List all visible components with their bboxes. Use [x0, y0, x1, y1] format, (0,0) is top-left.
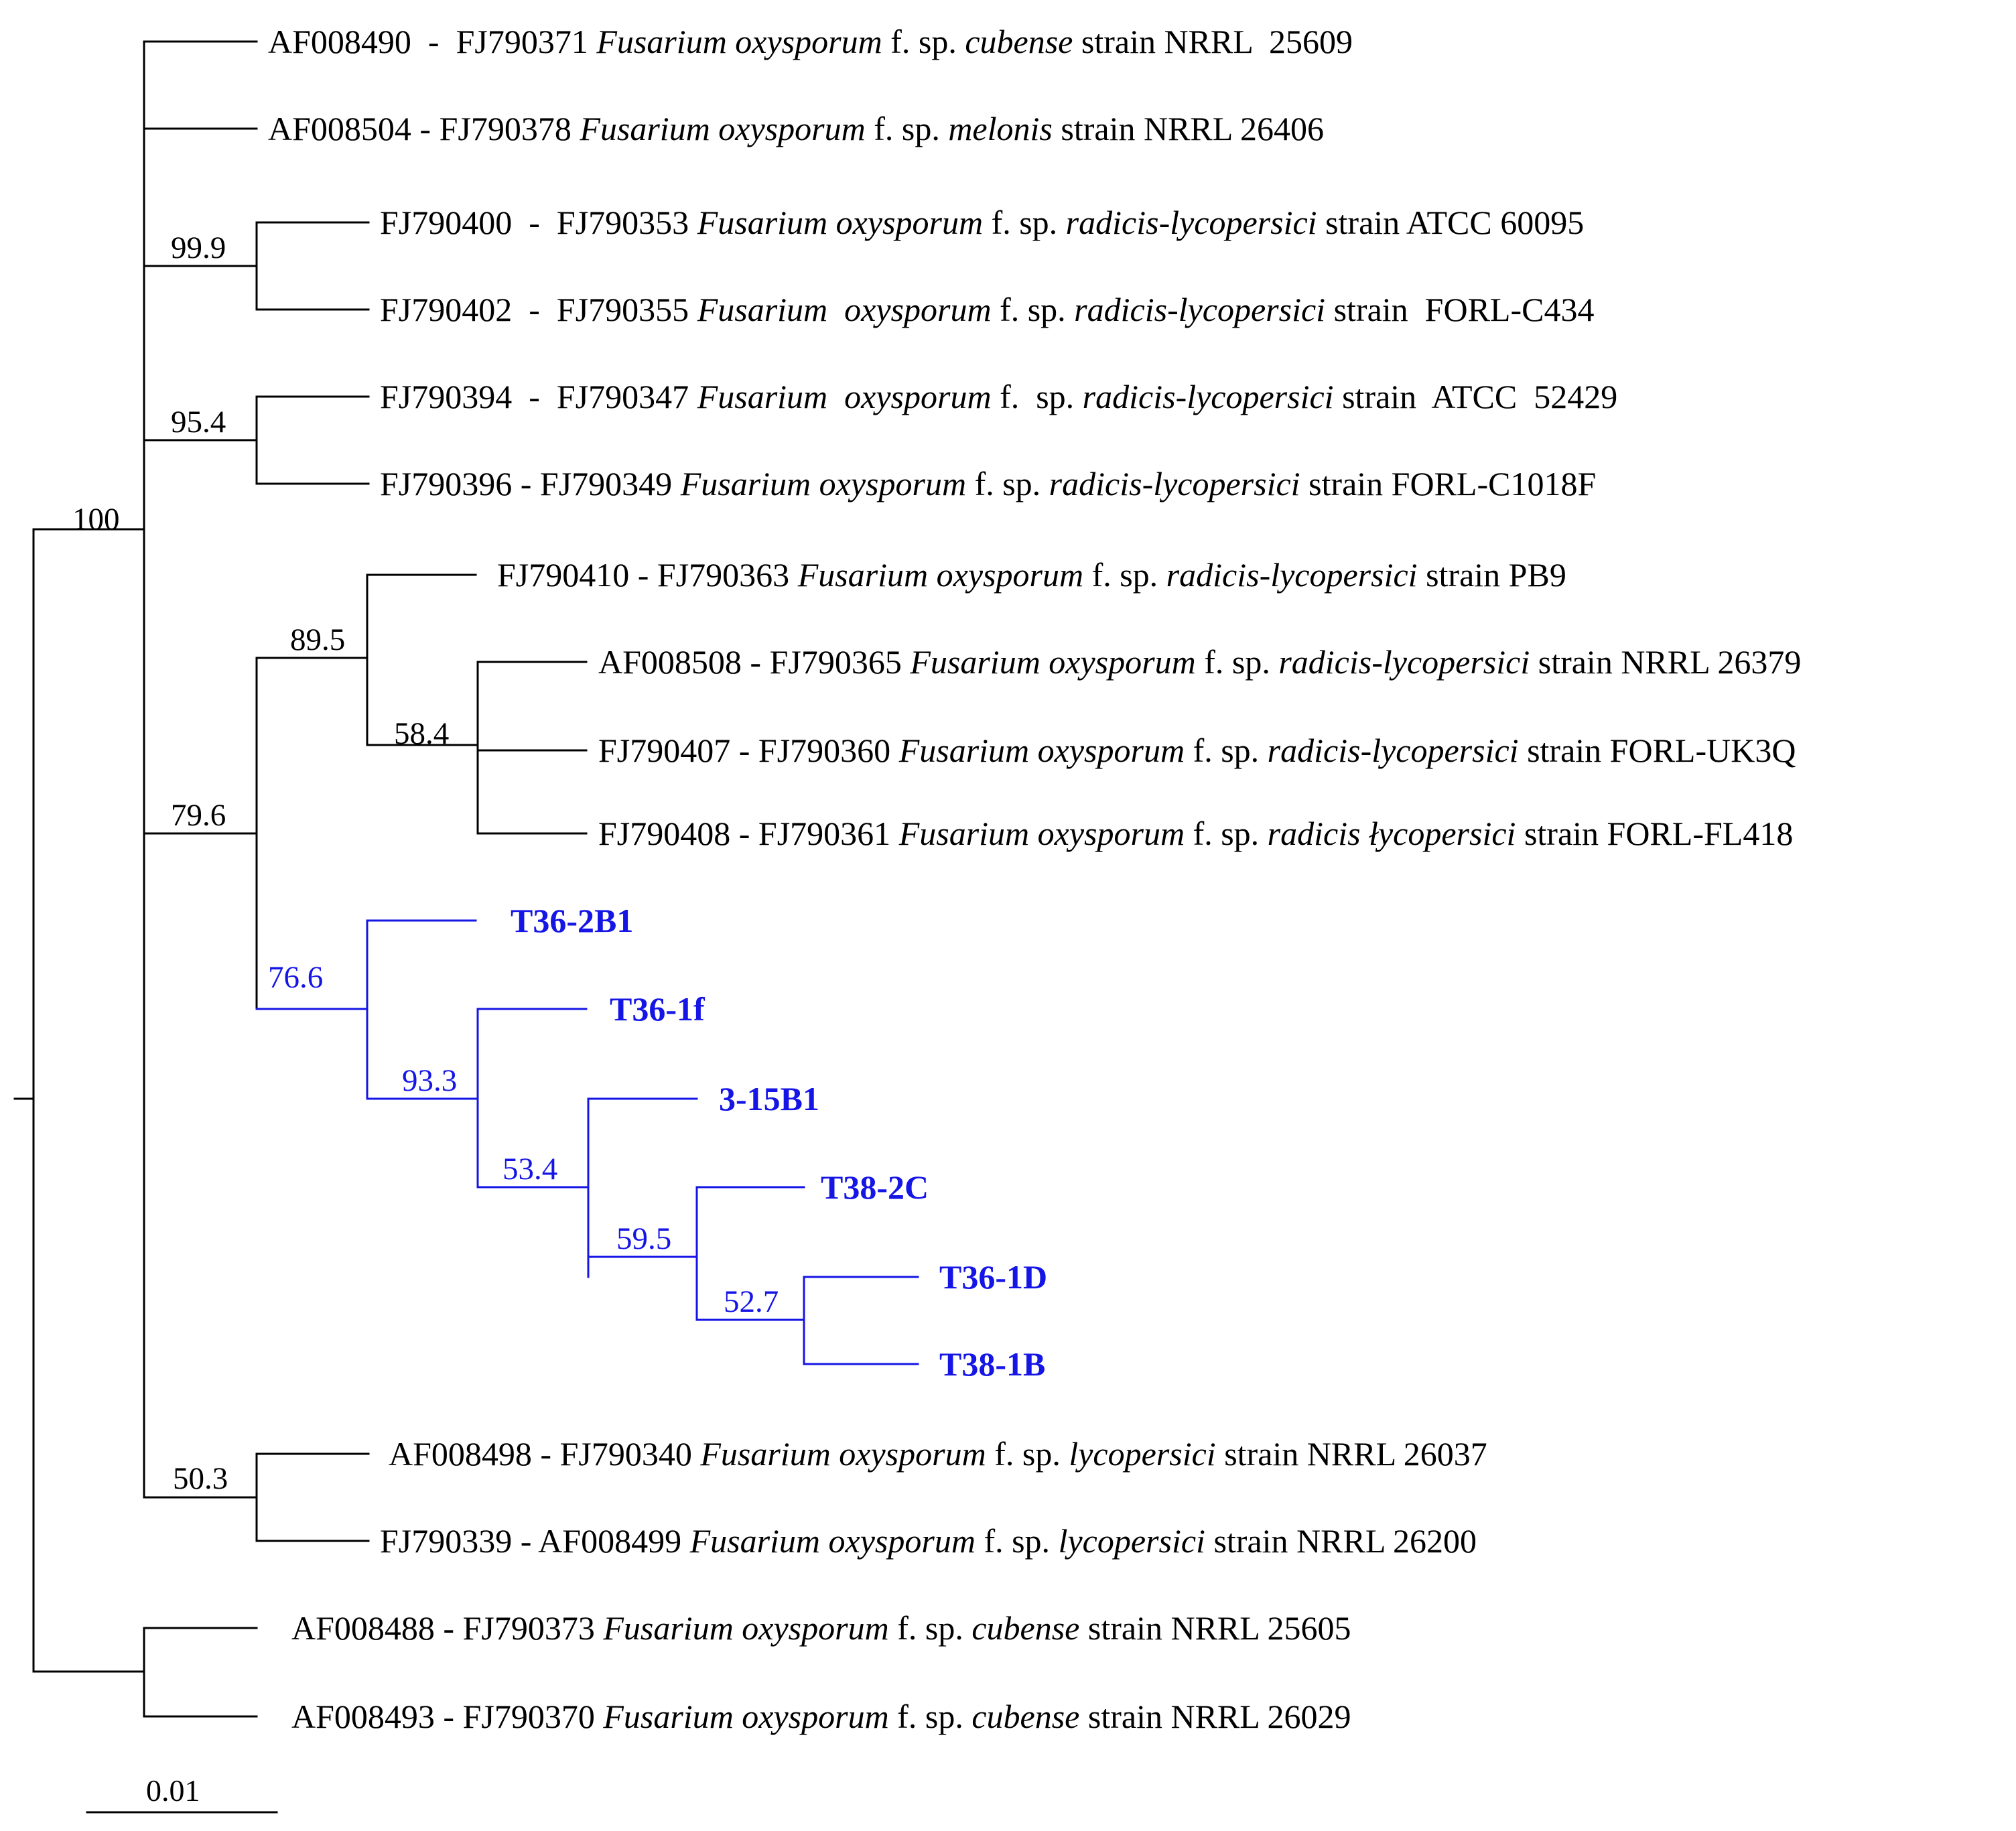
- leaf-label: FJ790408 - FJ790361 Fusarium oxysporum f…: [598, 815, 1793, 852]
- leaf-label: FJ790410 - FJ790363 Fusarium oxysporum f…: [497, 556, 1566, 594]
- leaf-label: FJ790400 - FJ790353 Fusarium oxysporum f…: [380, 204, 1584, 241]
- leaf-label-highlighted: T36-1f: [610, 990, 705, 1028]
- bootstrap-value: 53.4: [502, 1152, 557, 1186]
- leaf-label: AF008490 - FJ790371 Fusarium oxysporum f…: [268, 23, 1353, 60]
- bootstrap-value: 79.6: [171, 798, 226, 833]
- leaf-label-highlighted: T36-2B1: [511, 902, 633, 939]
- leaf-label: AF008493 - FJ790370 Fusarium oxysporum f…: [291, 1698, 1351, 1735]
- leaf-label: AF008504 - FJ790378 Fusarium oxysporum f…: [268, 110, 1324, 147]
- bootstrap-value: 58.4: [394, 716, 449, 751]
- leaf-label: FJ790339 - AF008499 Fusarium oxysporum f…: [380, 1522, 1477, 1560]
- leaf-label: FJ790407 - FJ790360 Fusarium oxysporum f…: [598, 732, 1796, 769]
- bootstrap-value: 76.6: [268, 960, 323, 995]
- leaf-label: FJ790394 - FJ790347 Fusarium oxysporum f…: [380, 378, 1617, 415]
- leaf-label: AF008498 - FJ790340 Fusarium oxysporum f…: [389, 1435, 1487, 1473]
- leaf-label-highlighted: T38-1B: [939, 1345, 1045, 1383]
- leaf-label-highlighted: T36-1D: [939, 1258, 1047, 1296]
- leaf-label: AF008488 - FJ790373 Fusarium oxysporum f…: [291, 1609, 1351, 1647]
- bootstrap-value: 100: [72, 502, 120, 537]
- leaf-label: FJ790396 - FJ790349 Fusarium oxysporum f…: [380, 465, 1596, 502]
- bootstrap-value: 89.5: [290, 622, 345, 657]
- bootstrap-value: 95.4: [171, 405, 226, 439]
- bootstrap-value: 52.7: [724, 1284, 779, 1319]
- leaf-label-highlighted: 3-15B1: [719, 1080, 819, 1117]
- bootstrap-value: 59.5: [616, 1221, 671, 1256]
- leaf-label: AF008508 - FJ790365 Fusarium oxysporum f…: [598, 643, 1801, 681]
- bootstrap-value: 99.9: [171, 230, 226, 265]
- leaf-label: FJ790402 - FJ790355 Fusarium oxysporum f…: [380, 291, 1594, 328]
- bootstrap-value: 93.3: [402, 1063, 457, 1098]
- scale-bar-label: 0.01: [146, 1773, 200, 1808]
- bootstrap-value: 50.3: [173, 1461, 228, 1496]
- leaf-label-highlighted: T38-2C: [821, 1168, 929, 1206]
